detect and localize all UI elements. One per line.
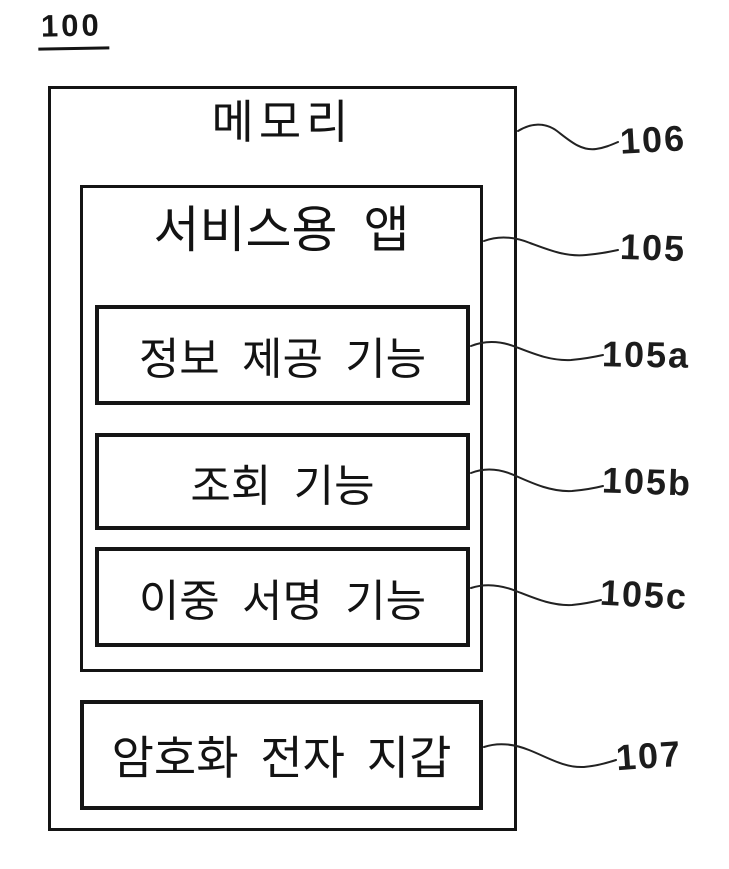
inquiry-function-label: 조회 기능 bbox=[190, 461, 375, 511]
ref-numeral-105a: 105a bbox=[601, 333, 691, 376]
service-app-box: 서비스용 앱 정보 제공 기능 조회 기능 이중 서명 기능 bbox=[80, 185, 483, 672]
encrypted-wallet-box: 암호화 전자 지갑 bbox=[80, 700, 483, 810]
ref-numeral-105c: 105c bbox=[599, 571, 690, 618]
info-providing-function-box: 정보 제공 기능 bbox=[95, 305, 470, 405]
double-signature-function-box: 이중 서명 기능 bbox=[95, 547, 470, 647]
inquiry-function-box: 조회 기능 bbox=[95, 433, 470, 530]
ref-numeral-105b: 105b bbox=[601, 459, 693, 504]
ref-numeral-106: 106 bbox=[618, 117, 688, 162]
ref-numeral-105: 105 bbox=[619, 225, 687, 270]
memory-label: 메모리 bbox=[211, 96, 354, 148]
leader-line-106 bbox=[517, 123, 619, 151]
ref-numeral-107: 107 bbox=[614, 732, 684, 779]
memory-box: 메모리 서비스용 앱 정보 제공 기능 조회 기능 이중 서명 기능 암호화 전… bbox=[48, 86, 517, 831]
info-providing-function-label: 정보 제공 기능 bbox=[138, 335, 427, 384]
figure-number: 100 bbox=[37, 7, 110, 51]
encrypted-wallet-label: 암호화 전자 지갑 bbox=[111, 732, 452, 784]
service-app-label: 서비스용 앱 bbox=[153, 202, 410, 258]
double-signature-function-label: 이중 서명 기능 bbox=[138, 577, 427, 626]
